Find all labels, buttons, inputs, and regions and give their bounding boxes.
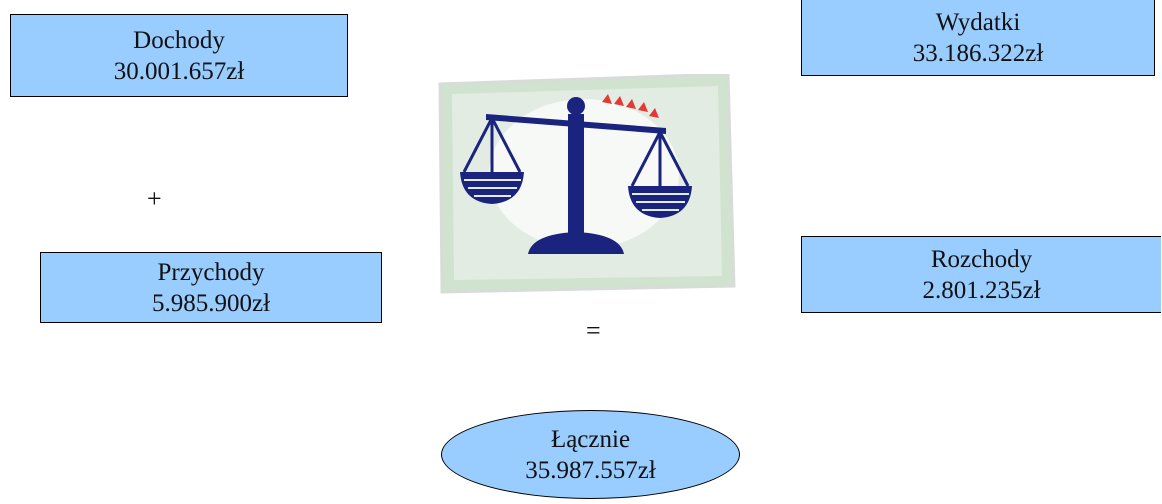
rozchody-label: Rozchody	[930, 245, 1033, 273]
przychody-box: Przychody 5.985.900zł	[40, 252, 382, 323]
scale-post	[568, 114, 584, 234]
wydatki-label: Wydatki	[935, 8, 1021, 36]
total-label: Łącznie	[550, 425, 631, 453]
dochody-box: Dochody 30.001.657zł	[10, 14, 348, 97]
plus-operator: +	[147, 184, 162, 213]
dochody-label: Dochody	[133, 26, 225, 54]
rozchody-amount: 2.801.235zł	[922, 276, 1041, 304]
wydatki-amount: 33.186.322zł	[912, 39, 1044, 67]
right-pan	[630, 131, 690, 187]
left-pan	[462, 117, 522, 173]
scale-figure	[460, 97, 692, 254]
przychody-amount: 5.985.900zł	[151, 289, 271, 317]
scale-base	[528, 232, 624, 254]
dochody-amount: 30.001.657zł	[113, 57, 245, 85]
red-arrows	[602, 94, 659, 118]
balance-scale-icon	[438, 74, 736, 294]
rozchody-box: Rozchody 2.801.235zł	[801, 236, 1161, 313]
total-amount: 35.987.557zł	[525, 456, 656, 484]
przychody-label: Przychody	[157, 258, 265, 286]
total-ellipse: Łącznie 35.987.557zł	[441, 410, 740, 499]
scale-knob	[567, 97, 585, 115]
equals-operator: =	[586, 316, 601, 345]
wydatki-box: Wydatki 33.186.322zł	[801, 0, 1155, 76]
